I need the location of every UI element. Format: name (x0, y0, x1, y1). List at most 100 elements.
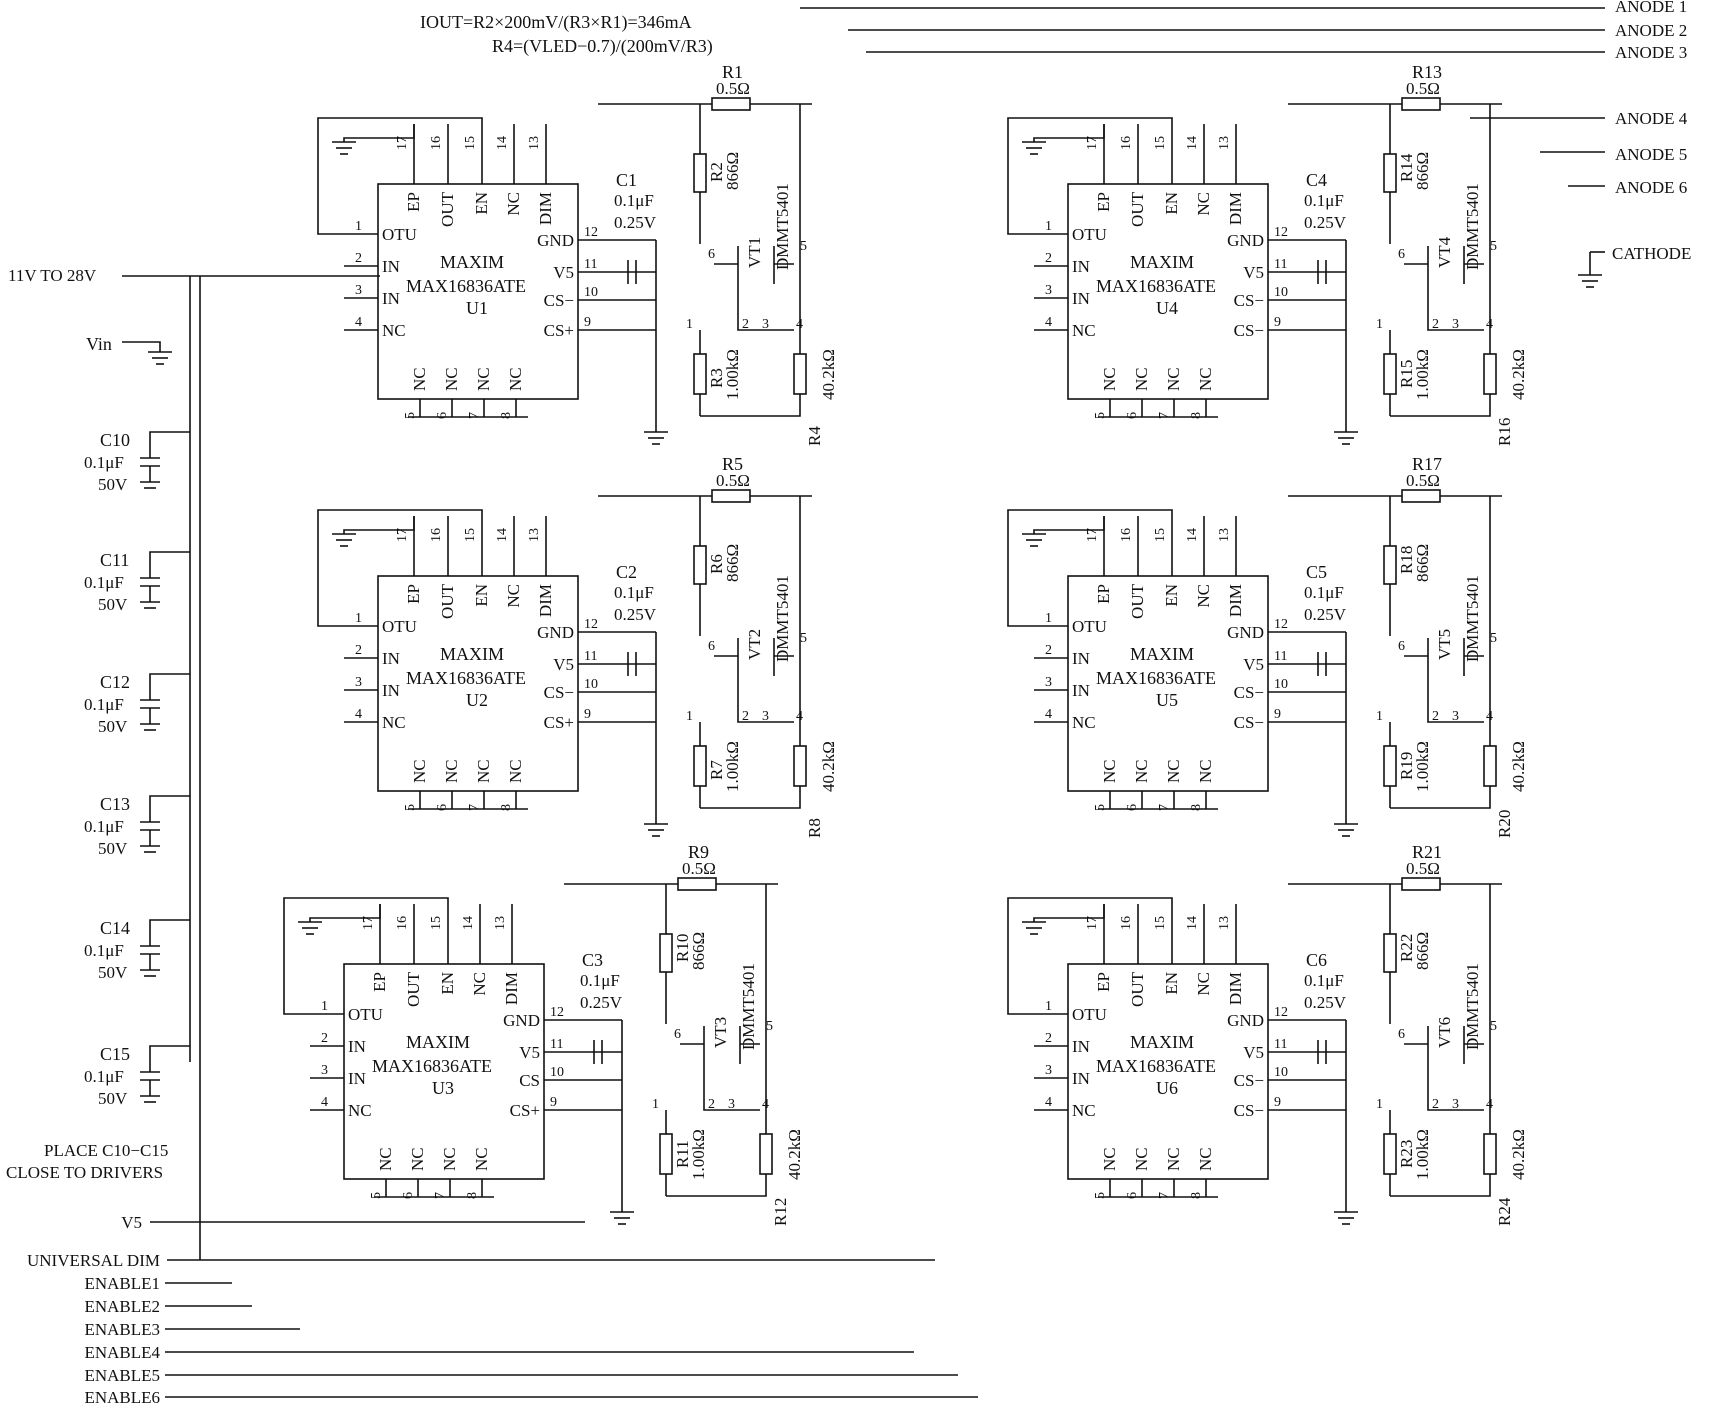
pin-name: OTU (348, 1005, 383, 1024)
rd-value: 40.2kΩ (819, 741, 838, 792)
pin-num: 4 (321, 1095, 328, 1110)
pin-name: V5 (1243, 1043, 1264, 1062)
pin-name: GND (1227, 623, 1264, 642)
pin-name: EP (1094, 192, 1113, 212)
pin-num: 7 (1157, 412, 1172, 419)
rd-value: 40.2kΩ (819, 349, 838, 400)
transistor-ref: VT4 (1435, 236, 1454, 268)
pin-num: 3 (355, 675, 362, 690)
pin-name: NC (410, 367, 429, 391)
pin-num: 8 (499, 412, 514, 419)
ic-part: MAX16836ATE (406, 668, 526, 688)
q-pin-num: 5 (800, 631, 807, 646)
pin-num: 17 (1085, 528, 1100, 542)
pin-num: 2 (1045, 1031, 1052, 1046)
pin-num: 15 (463, 136, 478, 150)
offset-resistor (793, 745, 807, 787)
q-pin-num: 1 (686, 317, 693, 332)
rc-value: 1.00kΩ (723, 741, 742, 792)
q-pin-num: 2 (708, 1097, 715, 1112)
pin-num: 10 (584, 285, 598, 300)
pin-num: 3 (321, 1063, 328, 1078)
q-pin-num: 3 (1452, 317, 1459, 332)
cap-ref: C3 (582, 950, 603, 970)
pin-num: 4 (355, 707, 362, 722)
pin-num: 17 (395, 528, 410, 542)
cap-voltage: 50V (98, 839, 128, 858)
ic-brand: MAXIM (406, 1032, 470, 1052)
pin-name: NC (474, 759, 493, 783)
cap-ref: C10 (100, 430, 130, 450)
rsense-ref: R9 (688, 842, 709, 862)
pin-name: OTU (1072, 1005, 1107, 1024)
pin-num: 16 (1119, 136, 1134, 150)
rd-value: 40.2kΩ (1509, 741, 1528, 792)
pin-name: NC (348, 1101, 372, 1120)
cap-value: 0.1μF (1304, 583, 1344, 602)
pin-name: NC (1132, 759, 1151, 783)
pin-name: EN (438, 972, 457, 995)
pin-name: OTU (1072, 225, 1107, 244)
cap-ref: C2 (616, 562, 637, 582)
rd-ref: R16 (1495, 418, 1514, 446)
rsense-value: 0.5Ω (682, 859, 716, 878)
pin-name: V5 (1243, 655, 1264, 674)
pin-name: NC (1194, 192, 1213, 216)
q-pin-num: 6 (1398, 639, 1405, 654)
pin-name: NC (1196, 759, 1215, 783)
pin-name: OUT (438, 191, 457, 227)
sense-resistor (711, 489, 751, 503)
pin-num: 5 (403, 804, 418, 811)
pin-num: 14 (1185, 528, 1200, 542)
pin-name: IN (1072, 1069, 1090, 1088)
divider-resistor (1383, 1133, 1397, 1175)
pin-num: 9 (584, 315, 591, 330)
pin-num: 11 (1274, 649, 1287, 664)
pin-num: 7 (433, 1192, 448, 1199)
pin-num: 14 (1185, 916, 1200, 930)
pin-num: 13 (1217, 136, 1232, 150)
pin-num: 17 (1085, 916, 1100, 930)
pin-name: NC (1100, 759, 1119, 783)
cap-value: 0.1μF (614, 191, 654, 210)
rc-value: 1.00kΩ (723, 349, 742, 400)
cap-value: 0.1μF (580, 971, 620, 990)
cap-voltage: 0.25V (580, 993, 623, 1012)
cap-ref: C1 (616, 170, 637, 190)
pin-name: OUT (1128, 971, 1147, 1007)
pin-name: CS− (1234, 713, 1264, 732)
transistor-ref: VT3 (711, 1017, 730, 1048)
pin-num: 9 (550, 1095, 557, 1110)
pin-num: 14 (495, 136, 510, 150)
pin-name: EP (1094, 584, 1113, 604)
pin-name: NC (1072, 321, 1096, 340)
pin-name: IN (382, 257, 400, 276)
pin-name: NC (1072, 713, 1096, 732)
cap-ref: C11 (100, 550, 129, 570)
rsense-value: 0.5Ω (716, 471, 750, 490)
pin-num: 10 (1274, 1065, 1288, 1080)
pin-name: NC (1196, 367, 1215, 391)
pin-num: 2 (1045, 643, 1052, 658)
pin-num: 12 (1274, 617, 1288, 632)
rd-value: 40.2kΩ (1509, 349, 1528, 400)
pin-name: NC (1100, 367, 1119, 391)
q-pin-num: 3 (762, 709, 769, 724)
pin-name: CS− (1234, 291, 1264, 310)
channel-u2: MAXIMMAX16836ATEU217EP16OUT15EN14NC13DIM… (317, 454, 838, 838)
ic-part: MAX16836ATE (406, 276, 526, 296)
transistor-part: DMMT5401 (739, 963, 758, 1050)
input-capacitors: C100.1μF50VC110.1μF50VC120.1μF50VC130.1μ… (84, 276, 201, 1260)
transistor-ref: VT2 (745, 629, 764, 660)
pin-num: 13 (1217, 528, 1232, 542)
pin-name: V5 (553, 655, 574, 674)
rc-ref: R19 (1397, 752, 1416, 780)
pin-name: IN (1072, 1037, 1090, 1056)
pin-name: IN (348, 1069, 366, 1088)
pin-name: NC (474, 367, 493, 391)
transistor-part: DMMT5401 (1463, 963, 1482, 1050)
q-pin-num: 1 (1376, 317, 1383, 332)
anode-5-label: ANODE 5 (1615, 145, 1687, 164)
